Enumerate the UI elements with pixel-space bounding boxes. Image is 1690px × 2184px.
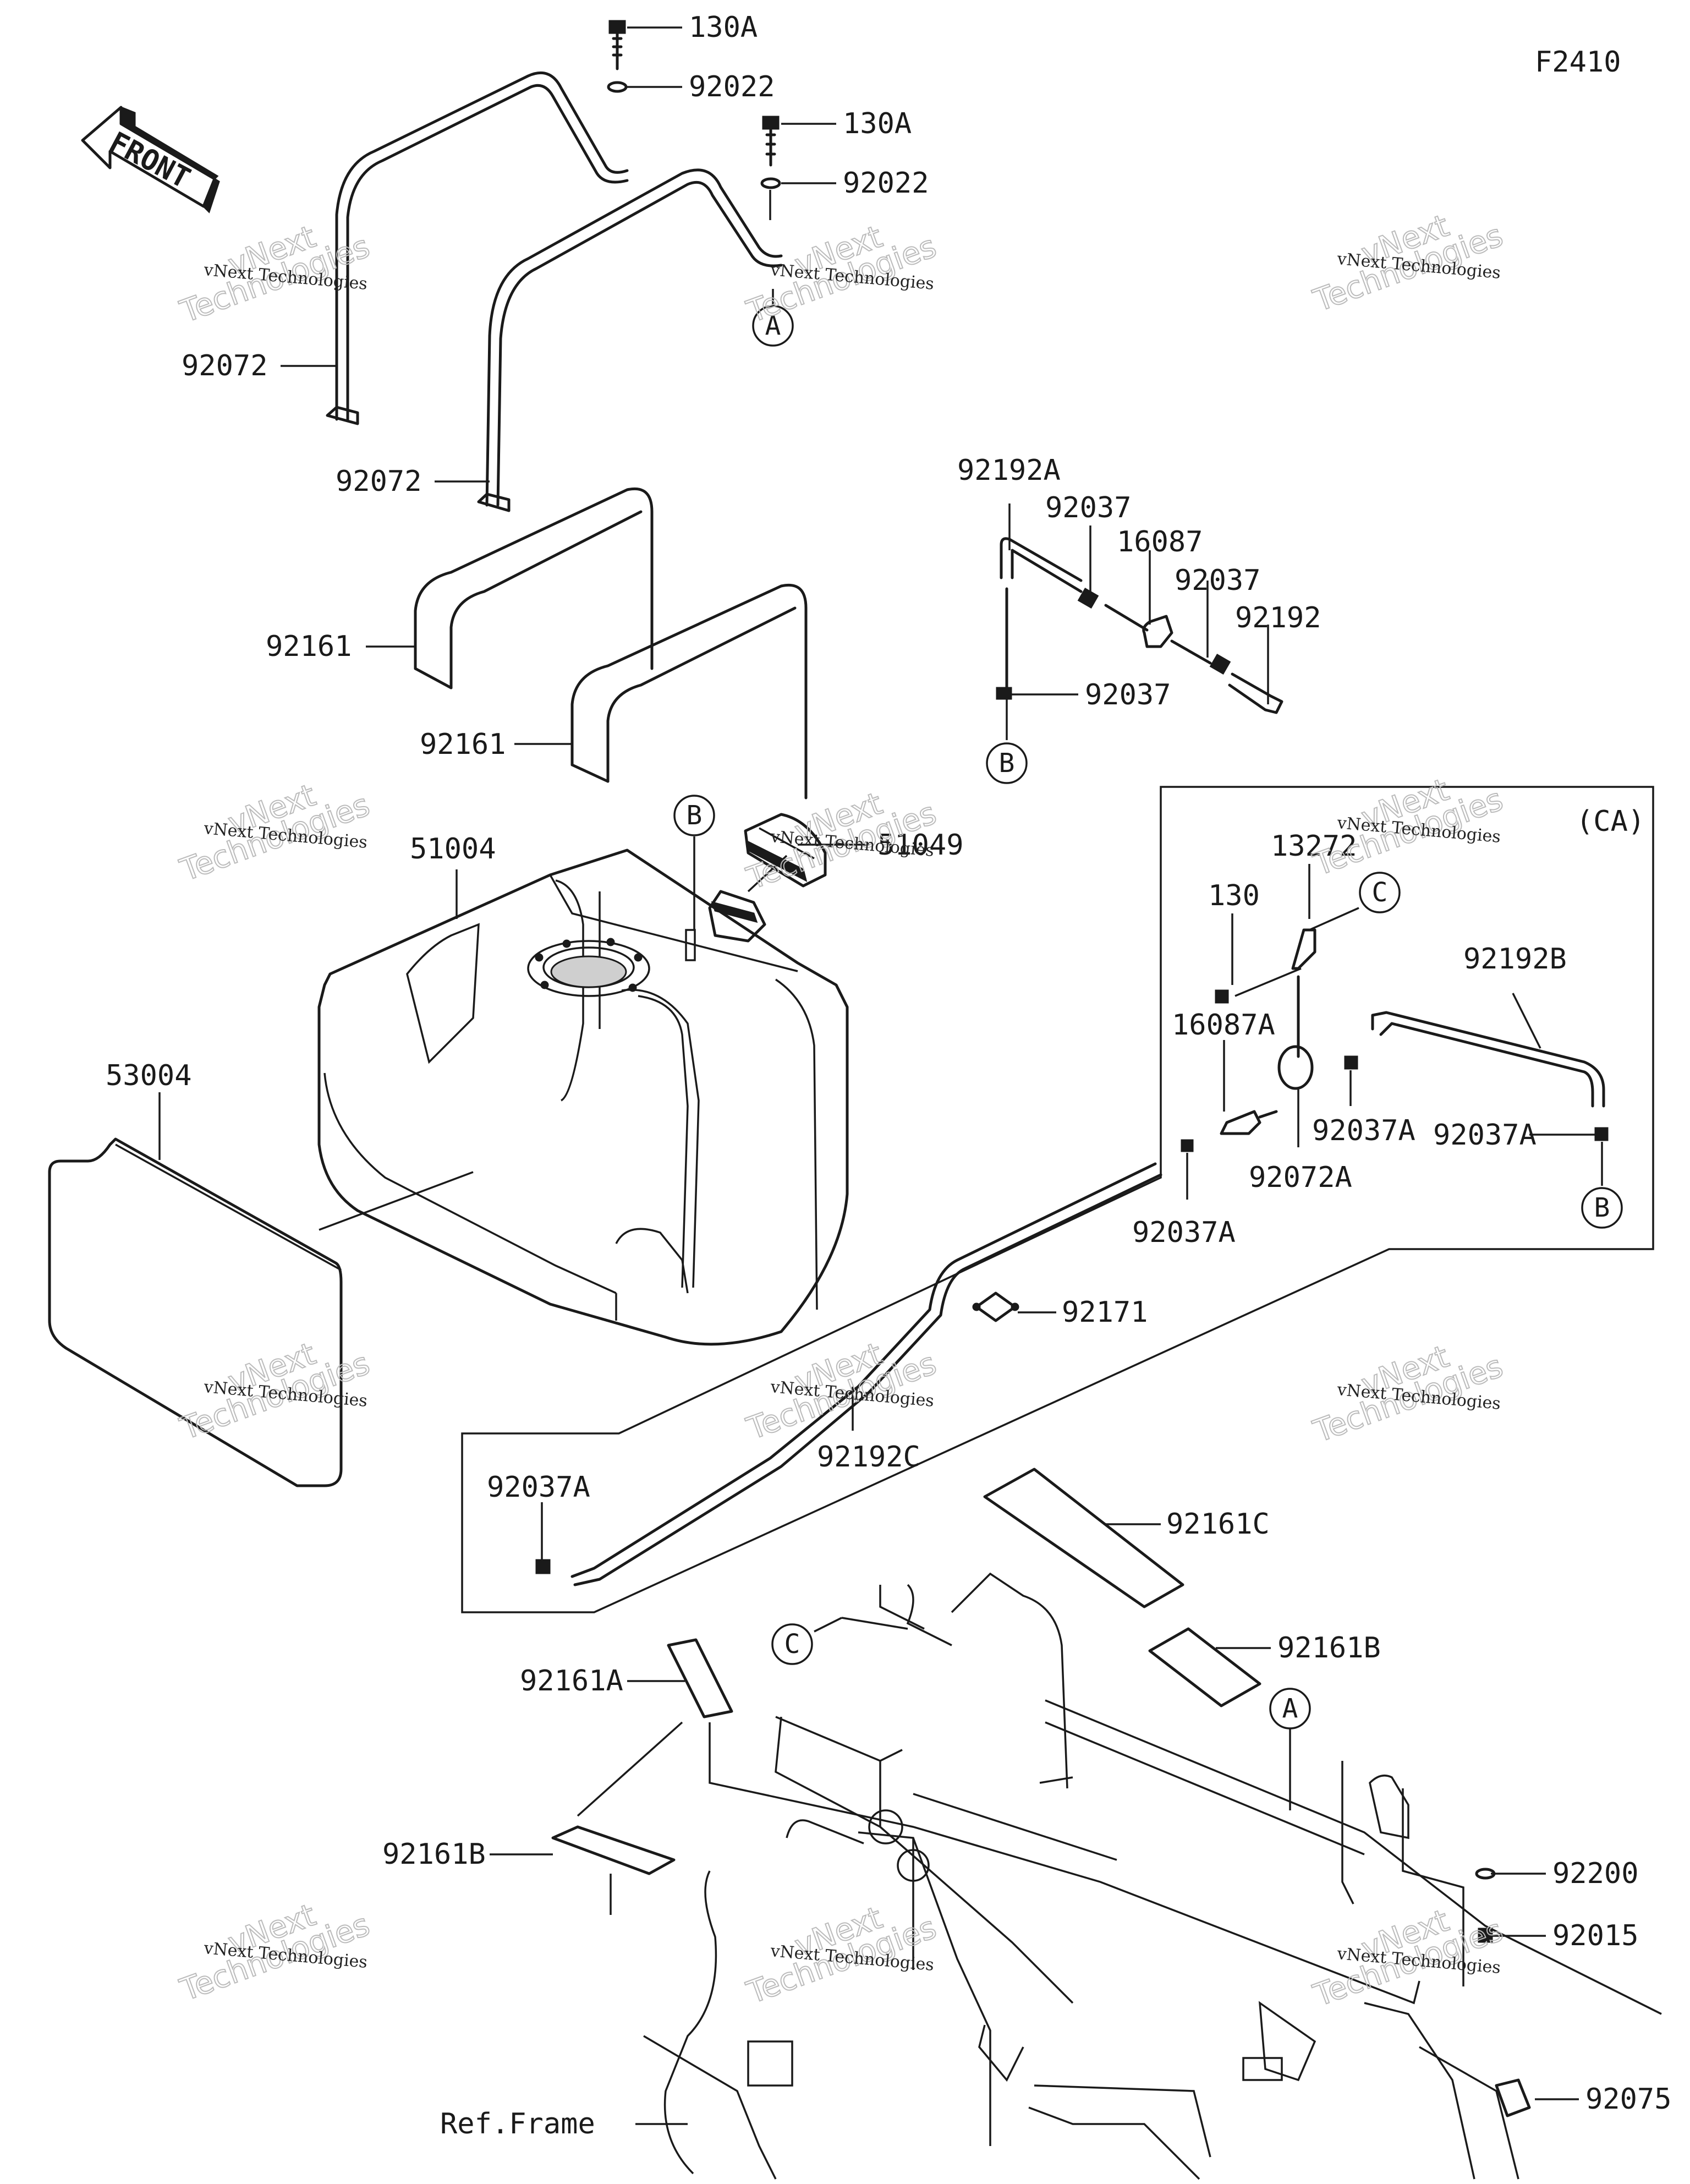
label-92015: 92015 — [1552, 1919, 1639, 1952]
watermark-4: vNext Technologies vNext Technologies — [175, 777, 375, 889]
ref-circle-a-1: A — [752, 305, 794, 347]
bolt-130a-1 — [608, 20, 626, 70]
ref-circle-c-1: C — [1359, 872, 1401, 913]
watermark-10: vNext Technologies vNext Technologies — [175, 1897, 375, 2009]
label-92075: 92075 — [1585, 2083, 1672, 2116]
watermark-9: vNext Technologies vNext Technologies — [1308, 1338, 1508, 1450]
label-ref-frame: Ref.Frame — [440, 2108, 595, 2141]
watermark-8: vNext Technologies vNext Technologies — [742, 1335, 941, 1448]
clip-92171 — [972, 1291, 1019, 1322]
label-92022-1: 92022 — [689, 70, 775, 103]
watermark-1: vNext Technologies vNext Technologies — [175, 218, 375, 331]
california-option-box: (CA) — [461, 786, 1654, 1613]
label-53004: 53004 — [106, 1059, 192, 1092]
label-92161c: 92161C — [1166, 1508, 1270, 1541]
label-92200: 92200 — [1552, 1857, 1639, 1890]
heat-shield-53004 — [48, 1137, 343, 1487]
strap-92072-1 — [326, 71, 629, 425]
ref-circle-a-2: A — [1269, 1688, 1311, 1729]
label-92161-1: 92161 — [266, 630, 352, 663]
label-51049: 51049 — [877, 829, 964, 862]
ref-circle-b-2: B — [673, 795, 715, 836]
watermark-5: vNext Technologies vNext Technologies — [742, 785, 941, 897]
pad-92161b-1 — [1148, 1627, 1261, 1707]
front-arrow-icon: FRONT — [81, 106, 220, 214]
pad-92161a — [667, 1638, 733, 1718]
label-92192c: 92192C — [817, 1441, 920, 1474]
label-92037a-1: 92037A — [1312, 1114, 1415, 1147]
svg-text:C: C — [784, 1629, 800, 1660]
label-92037a-4: 92037A — [487, 1471, 590, 1504]
label-92161b-2: 92161B — [382, 1838, 486, 1871]
label-16087a: 16087A — [1172, 1009, 1275, 1042]
watermark-6: vNext Technologies vNext Technologies — [1308, 771, 1508, 884]
pad-92161c — [983, 1468, 1184, 1608]
figure-code: F2410 — [1535, 46, 1621, 79]
svg-text:B: B — [999, 748, 1015, 779]
label-92022-2: 92022 — [843, 167, 929, 200]
label-92161a: 92161A — [520, 1665, 623, 1698]
fuel-cap-51049 — [744, 813, 827, 888]
label-92037-c: 92037 — [1085, 678, 1171, 711]
fuel-tank-51004 — [317, 849, 849, 1346]
label-13272: 13272 — [1271, 830, 1357, 863]
label-92037a-3: 92037A — [1132, 1216, 1236, 1249]
svg-text:B: B — [1594, 1192, 1610, 1223]
canister-assembly — [1181, 928, 1609, 1152]
svg-text:A: A — [1282, 1693, 1298, 1724]
label-92192a: 92192A — [957, 454, 1061, 487]
watermark-2: vNext Technologies vNext Technologies — [742, 218, 941, 331]
pad-92075 — [1495, 2078, 1531, 2117]
hose-92192c — [535, 1162, 1162, 1586]
label-92072-2: 92072 — [336, 465, 422, 498]
label-92037-a: 92037 — [1045, 491, 1132, 524]
label-130a-2: 130A — [843, 107, 912, 140]
label-92037-b: 92037 — [1175, 564, 1261, 597]
svg-text:C: C — [1372, 877, 1388, 908]
label-130: 130 — [1208, 879, 1260, 912]
frame-reference — [577, 1572, 1662, 2180]
label-92192: 92192 — [1235, 601, 1321, 634]
label-92192b: 92192B — [1463, 943, 1567, 976]
ref-circle-b-1: B — [986, 742, 1028, 784]
watermark-12: vNext Technologies vNext Technologies — [1308, 1902, 1508, 2015]
strap-pad-92161-2 — [570, 583, 808, 800]
strap-pad-92161-1 — [414, 487, 654, 689]
watermark-11: vNext Technologies vNext Technologies — [742, 1900, 941, 2012]
svg-text:A: A — [765, 310, 781, 341]
label-92161b-1: 92161B — [1277, 1632, 1381, 1665]
ca-label: (CA) — [1576, 805, 1645, 838]
svg-text:B: B — [687, 800, 703, 831]
leader-lines — [158, 26, 1603, 2125]
watermark-3: vNext Technologies vNext Technologies — [1308, 207, 1508, 320]
washer-92022-2 — [760, 177, 781, 189]
label-92161-2: 92161 — [420, 728, 506, 761]
ref-circle-c-2: C — [771, 1623, 813, 1665]
label-92171: 92171 — [1062, 1296, 1148, 1329]
watermark-7: vNext Technologies vNext Technologies — [175, 1335, 375, 1448]
ref-circle-b-3: B — [1581, 1187, 1623, 1229]
label-130a-1: 130A — [689, 11, 758, 44]
label-92037a-2: 92037A — [1433, 1119, 1537, 1152]
bolt-130a-2 — [762, 116, 780, 167]
label-92072a: 92072A — [1249, 1161, 1352, 1194]
washer-92022-1 — [607, 81, 628, 93]
strap-92072-2 — [477, 168, 783, 512]
label-51004: 51004 — [410, 833, 496, 866]
label-16087: 16087 — [1117, 526, 1203, 559]
label-92072-1: 92072 — [182, 349, 268, 382]
pad-92161b-2 — [551, 1825, 676, 1875]
